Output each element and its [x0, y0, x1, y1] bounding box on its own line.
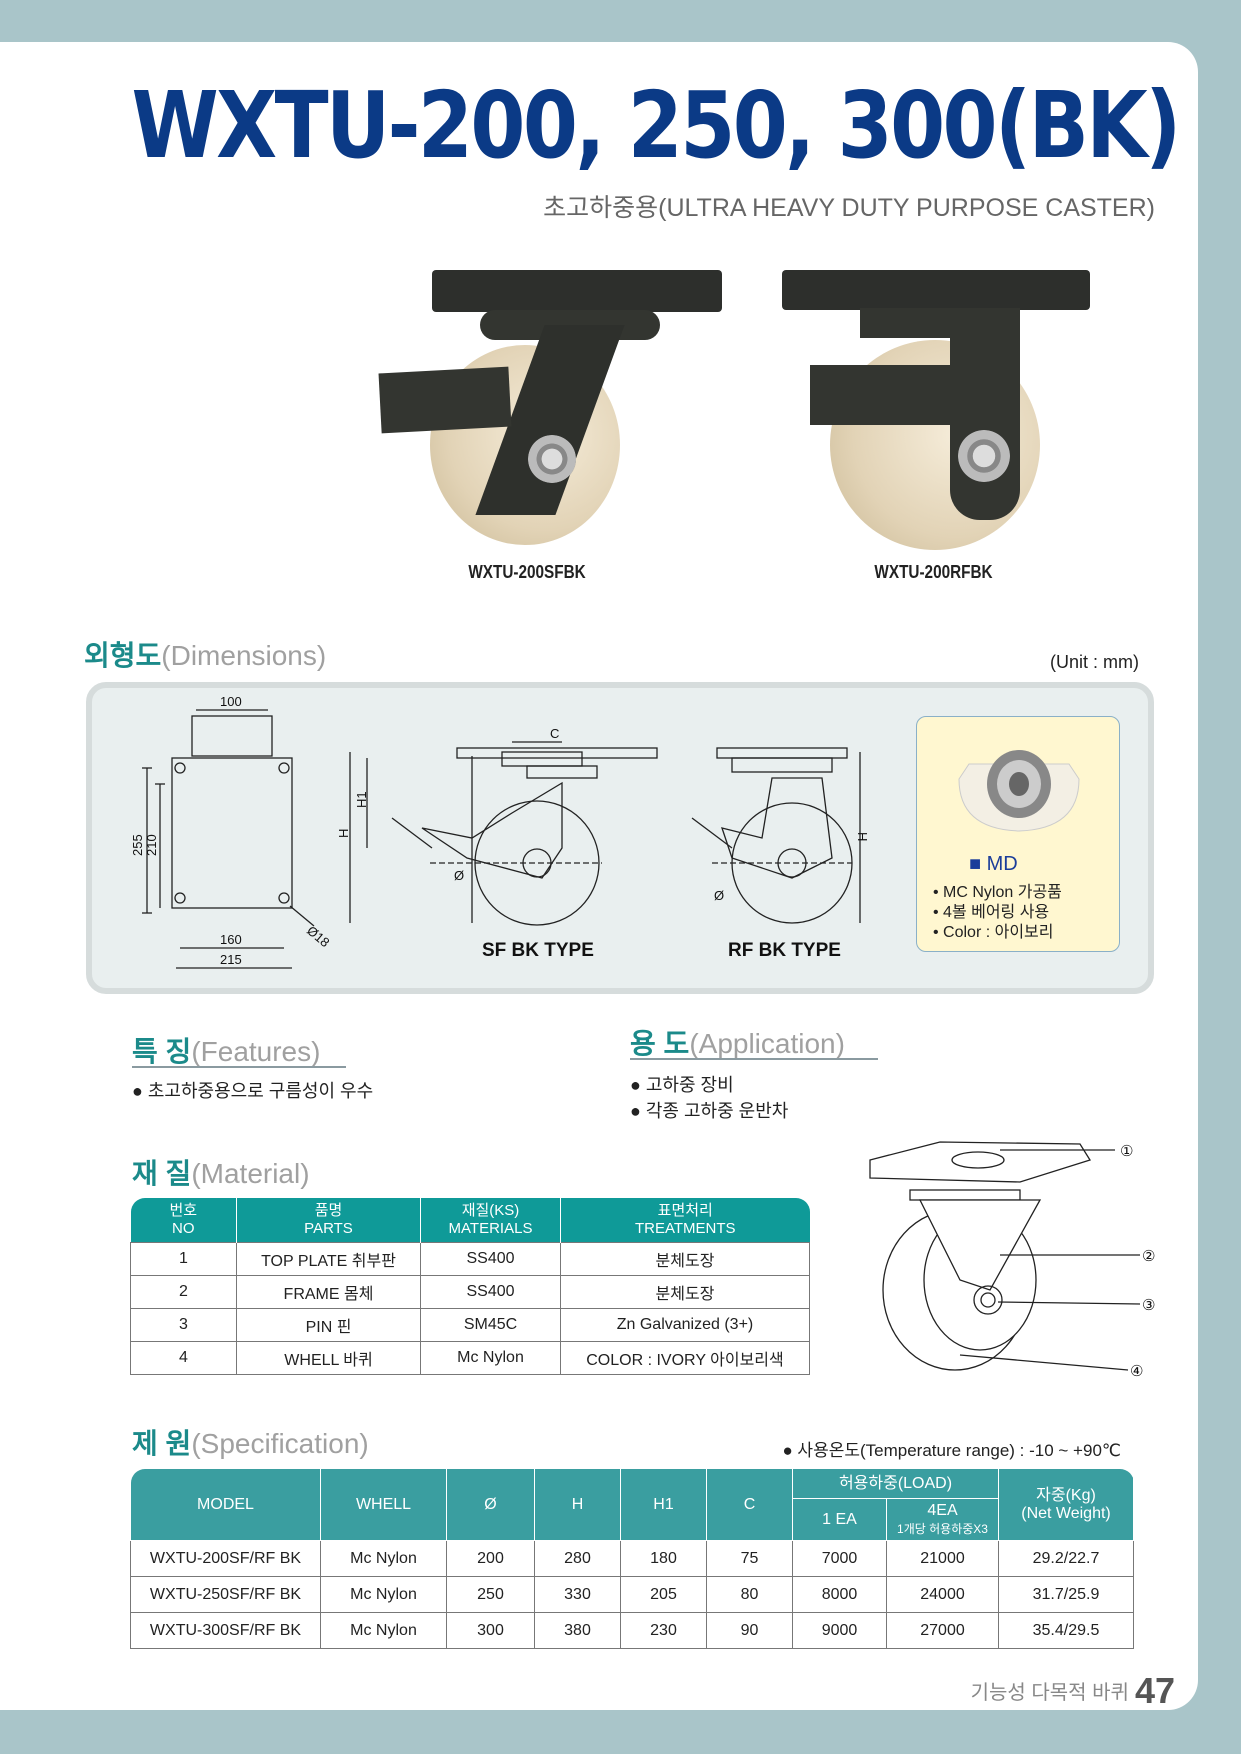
spec-heading: 제 원(Specification): [132, 1428, 369, 1459]
dim-160: 160: [220, 932, 242, 947]
photo-caption-sf: WXTU-200SFBK: [468, 562, 586, 582]
spec-table: MODEL WHELL Ø H H1 C 허용하중(LOAD) 자중(Kg)(N…: [130, 1468, 1134, 1649]
md-title: ■ MD: [969, 853, 1018, 875]
page-subtitle: 초고하중용(ULTRA HEAVY DUTY PURPOSE CASTER): [543, 194, 1155, 222]
sf-type-label: SF BK TYPE: [482, 940, 594, 961]
material-heading: 재 질(Material): [132, 1158, 310, 1189]
spec-col-h1: H1: [620, 1468, 707, 1541]
md-info-box: ■ MD • MC Nylon 가공품 • 4볼 베어링 사용 • Color …: [916, 716, 1120, 952]
spec-col-1ea: 1 EA: [792, 1498, 887, 1541]
dimensions-heading: 외형도(Dimensions): [84, 640, 327, 671]
dim-h-rf: H: [855, 832, 870, 841]
dim-100: 100: [220, 694, 242, 709]
md-list: • MC Nylon 가공품 • 4볼 베어링 사용 • Color : 아이보…: [933, 884, 1062, 941]
dim-c: C: [550, 726, 559, 741]
spec-col-model: MODEL: [130, 1468, 321, 1541]
spec-col-load: 허용하중(LOAD): [792, 1468, 999, 1499]
md-wheel-icon: [958, 750, 1080, 832]
dim-dia-rf: Ø: [714, 888, 724, 903]
features-list: ● 초고하중용으로 구름성이 우수: [132, 1081, 374, 1101]
application-list: ● 고하중 장비 ● 각종 고하중 운반차: [630, 1075, 789, 1121]
caster-parts-drawing: ① ② ③ ④: [869, 1141, 1155, 1380]
dim-210: 210: [144, 834, 159, 856]
spec-col-h: H: [534, 1468, 621, 1541]
dim-dia-sf: Ø: [454, 868, 464, 883]
features-heading: 특 징(Features): [132, 1036, 321, 1067]
page-title: WXTU-200, 250, 300(BK): [131, 72, 1182, 179]
dimension-drawings: 100 255 210 160 215 Ø18 C H1 H Ø H Ø SF …: [130, 694, 870, 969]
page-number: 47: [1134, 1670, 1175, 1711]
unit-label: (Unit : mm): [1050, 652, 1139, 672]
spec-col-c: C: [706, 1468, 793, 1541]
spec-col-weight: 자중(Kg)(Net Weight): [998, 1468, 1134, 1541]
application-heading: 용 도(Application): [630, 1028, 845, 1059]
callout-1: ①: [1120, 1142, 1133, 1160]
product-photo-rf: [780, 270, 1100, 560]
spec-col-dia: Ø: [446, 1468, 535, 1541]
callout-2: ②: [1142, 1247, 1155, 1265]
features-underline: [132, 1066, 346, 1068]
product-photo-sf: [360, 265, 740, 555]
callout-3: ③: [1142, 1296, 1155, 1314]
dim-215: 215: [220, 952, 242, 967]
callout-4: ④: [1130, 1362, 1143, 1380]
dim-h-sf: H: [336, 829, 351, 838]
spec-col-whell: WHELL: [320, 1468, 447, 1541]
temperature-range: ● 사용온도(Temperature range) : -10 ~ +90℃: [782, 1441, 1121, 1460]
dim-h1: H1: [354, 791, 369, 808]
footer-text: 기능성 다목적 바퀴: [970, 1682, 1129, 1704]
photo-caption-rf: WXTU-200RFBK: [874, 562, 993, 582]
mat-col-materials: 재질(KS)MATERIALS: [420, 1198, 561, 1243]
rf-type-label: RF BK TYPE: [728, 940, 841, 961]
application-underline: [630, 1058, 878, 1060]
dim-255: 255: [130, 834, 145, 856]
dim-hole: Ø18: [304, 923, 332, 950]
